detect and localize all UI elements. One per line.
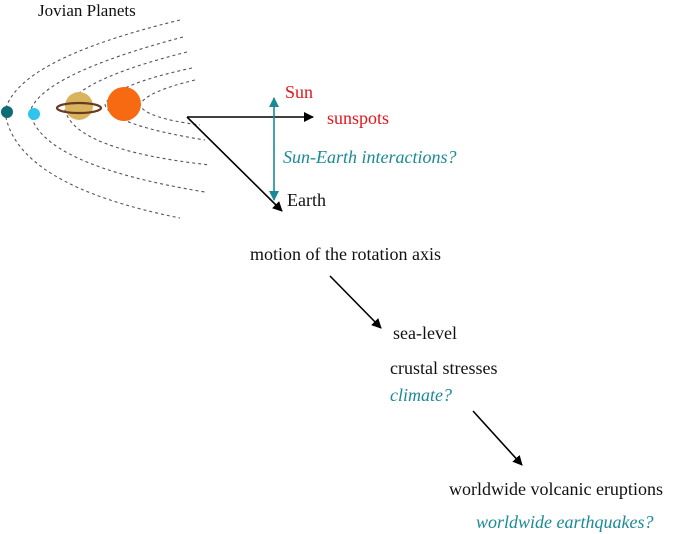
planet-dark-teal — [1, 106, 13, 118]
sea-level-label: sea-level — [393, 323, 457, 343]
saturn-icon — [55, 92, 103, 120]
volcanic-label: worldwide volcanic eruptions — [449, 479, 663, 499]
arrow-to-rotation-axis — [186, 116, 283, 212]
crustal-stresses-label: crustal stresses — [390, 358, 497, 378]
orbit-5 — [139, 79, 201, 126]
planet-cyan — [28, 108, 40, 120]
sunspots-label: sunspots — [327, 108, 389, 128]
diagram-title: Jovian Planets — [38, 1, 136, 20]
arrow-to-volcanic — [472, 410, 523, 466]
orbit-3 — [64, 51, 211, 166]
earthquakes-label: worldwide earthquakes? — [476, 512, 654, 532]
sun-icon — [107, 87, 141, 121]
sun-label: Sun — [285, 82, 313, 102]
arrow-to-sea-level — [329, 275, 382, 329]
interaction-label: Sun-Earth interactions? — [283, 147, 457, 167]
climate-label: climate? — [390, 385, 452, 405]
orbit-4 — [104, 67, 206, 141]
earth-label: Earth — [287, 190, 326, 210]
rotation-axis-label: motion of the rotation axis — [250, 244, 441, 264]
